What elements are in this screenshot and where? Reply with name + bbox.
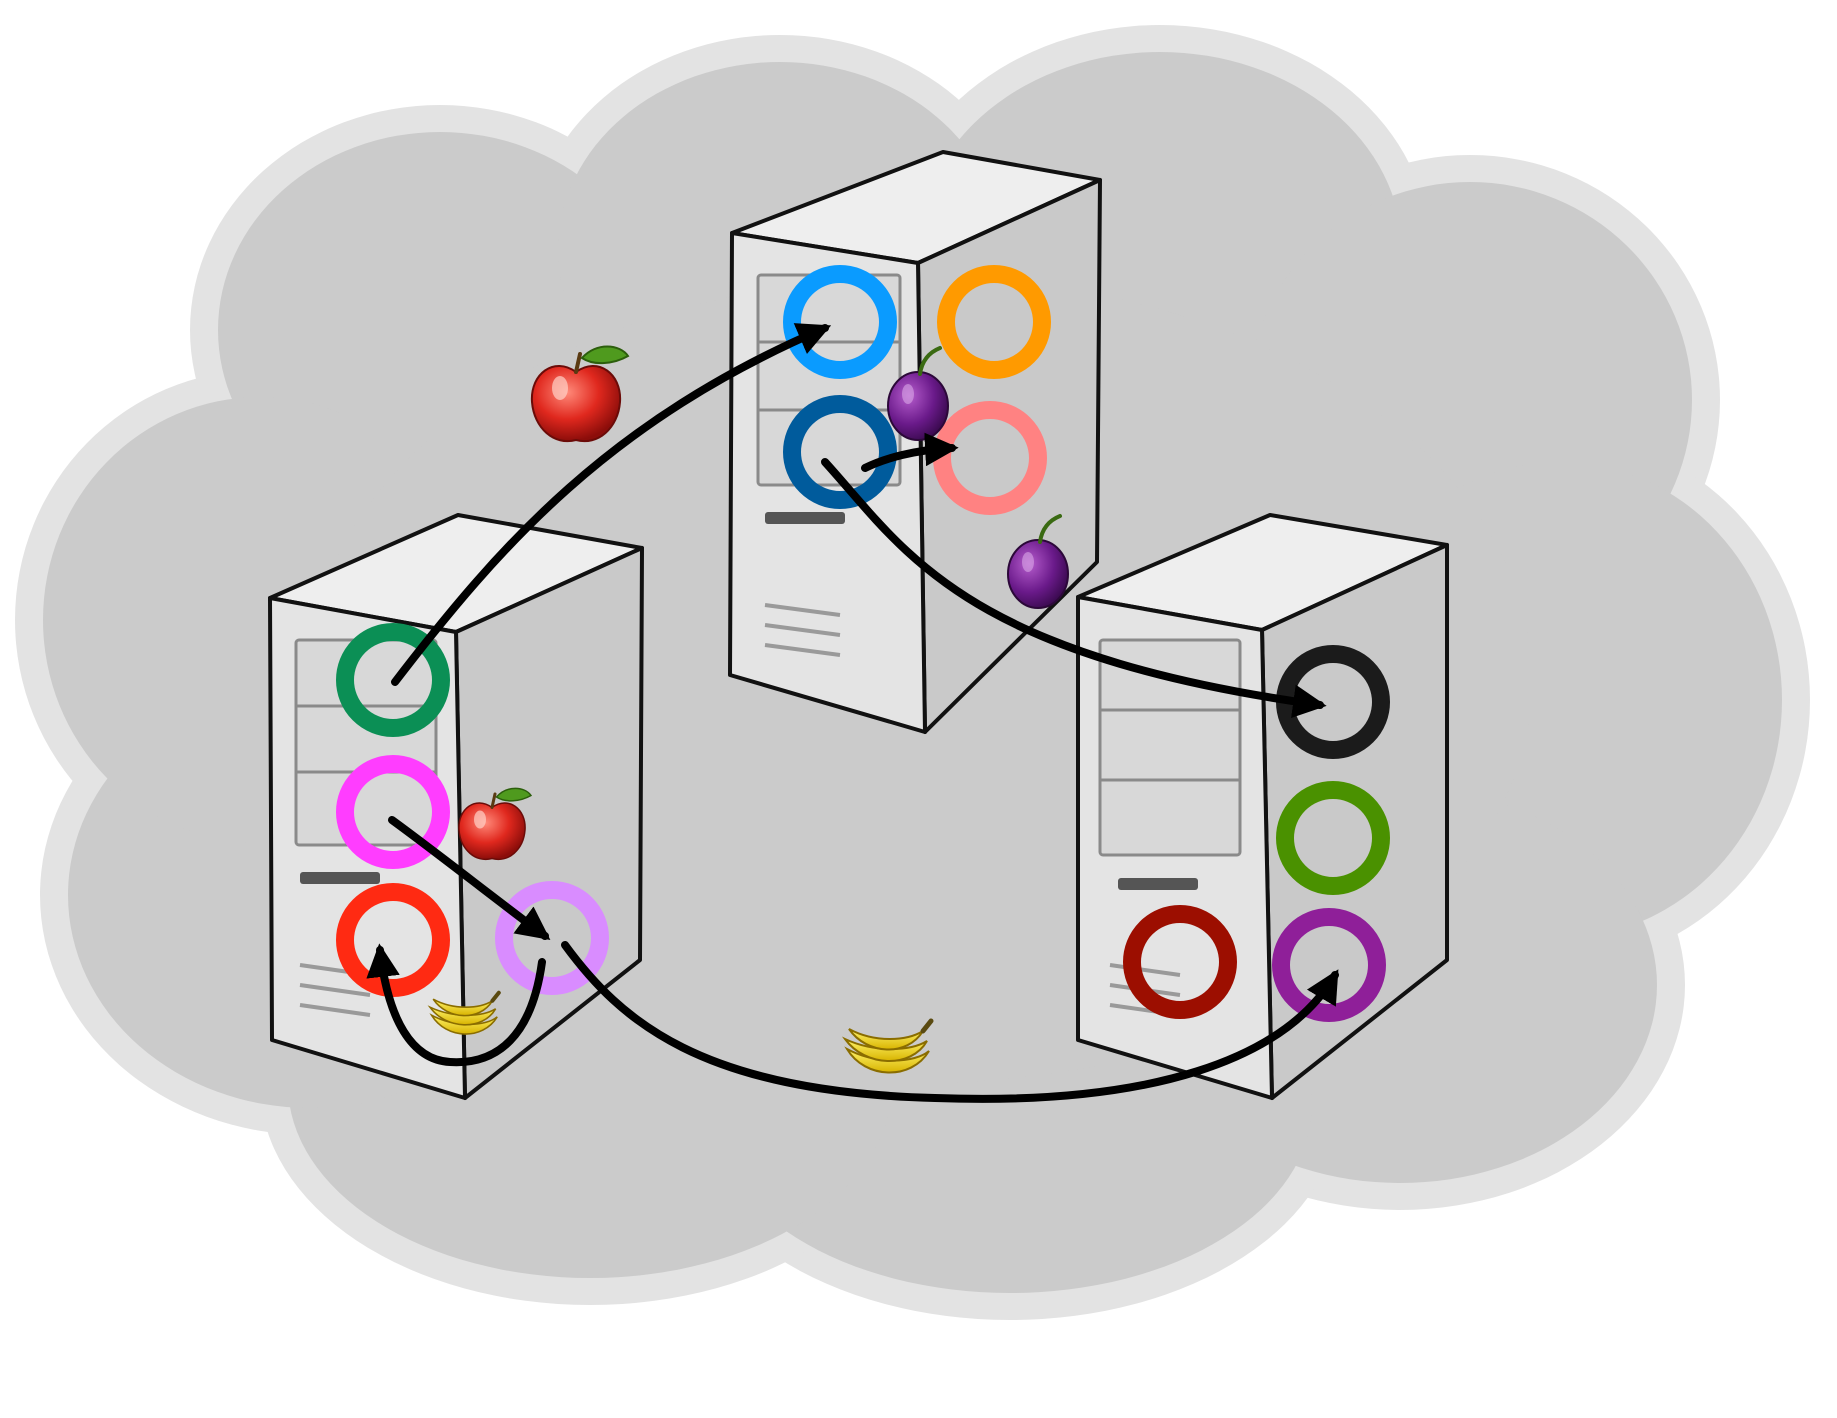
process-ring-red [336,883,450,997]
process-ring-purple [1272,908,1386,1022]
process-ring-green [336,623,450,737]
arrow-navy-blue-to-black [821,458,1327,718]
arrow-lavender-to-purple [561,941,1339,1103]
process-ring-olive-green [1276,781,1390,895]
process-ring-dark-red [1123,905,1237,1019]
process-ring-orange [937,265,1051,379]
process-ring-navy-blue [783,395,897,509]
process-ring-sky-blue [783,265,897,379]
process-ring-magenta [336,755,450,869]
message-arrows [366,323,1339,1103]
arrow-lavender-to-red [366,943,546,1067]
arrow-navy-blue-to-salmon [861,432,959,472]
process-ring-lavender [495,881,609,995]
process-rings [336,265,1390,1022]
arrow-green-to-sky-blue [391,323,832,686]
arrow-magenta-to-lavender [388,816,551,941]
